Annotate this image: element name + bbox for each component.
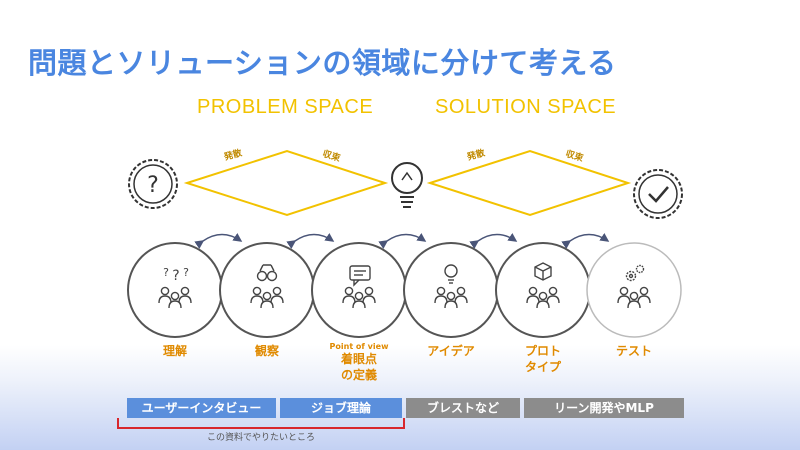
phase-label-problem-converge: 収束 [321,147,343,164]
problem-diamond [183,149,389,217]
svg-text:?: ? [183,266,189,279]
question-badge-icon: ? [128,159,178,209]
solution-space-label: SOLUTION SPACE [435,96,617,118]
gears-team-icon [625,264,645,282]
stage-label-understand: 理解 [162,344,187,358]
cube-team-icon [534,262,552,281]
method-job-theory: ジョブ理論 [280,398,402,418]
phase-label-solution-converge: 収束 [564,147,586,164]
stage-arrows [194,233,610,249]
stage-label-pov: Point of view 着眼点 の定義 [329,342,389,382]
stage-circle-understand [127,242,223,338]
svg-text:?: ? [163,266,169,279]
stage-circle-prototype [495,242,591,338]
phase-label-solution-diverge: 発散 [465,146,487,163]
lightbulb-team-icon [444,264,458,284]
lightbulb-icon [391,162,423,208]
speech-bubble-team-icon [349,265,371,287]
team-people-understand [158,286,192,309]
team-people-observe [250,286,284,309]
page-title: 問題とソリューションの領域に分けて考える [28,46,617,80]
stage-label-prototype: プロト タイプ [524,344,561,374]
stage-label-observe: 観察 [254,344,279,358]
team-people-idea [434,286,468,309]
team-people-pov [342,286,376,309]
stage-label-idea: アイデア [427,344,475,358]
method-lean-mlp: リーン開発やMLP [524,398,684,418]
binoculars-team-icon [256,264,278,282]
problem-space-label: PROBLEM SPACE [197,96,374,118]
bracket-note: この資料でやりたいところ [206,433,315,443]
svg-text:?: ? [172,268,179,284]
stage-circle-pov [311,242,407,338]
stage-circle-observe [219,242,315,338]
method-user-interview: ユーザーインタビュー [127,398,276,418]
svg-text:?: ? [147,173,159,198]
phase-label-problem-diverge: 発散 [222,146,244,163]
team-people-test [617,286,651,309]
focus-bracket [117,418,405,429]
stage-circle-idea [403,242,499,338]
method-brainstorm: ブレストなど [406,398,520,418]
team-icons [158,286,651,309]
check-badge-icon [633,169,683,219]
question-marks-team-icon: ? ? ? [163,266,189,284]
solution-diamond [426,149,632,217]
stage-label-test: テスト [615,344,652,358]
stage-circle-test [586,242,682,338]
team-people-prototype [526,286,560,309]
stage-circles [127,242,682,338]
